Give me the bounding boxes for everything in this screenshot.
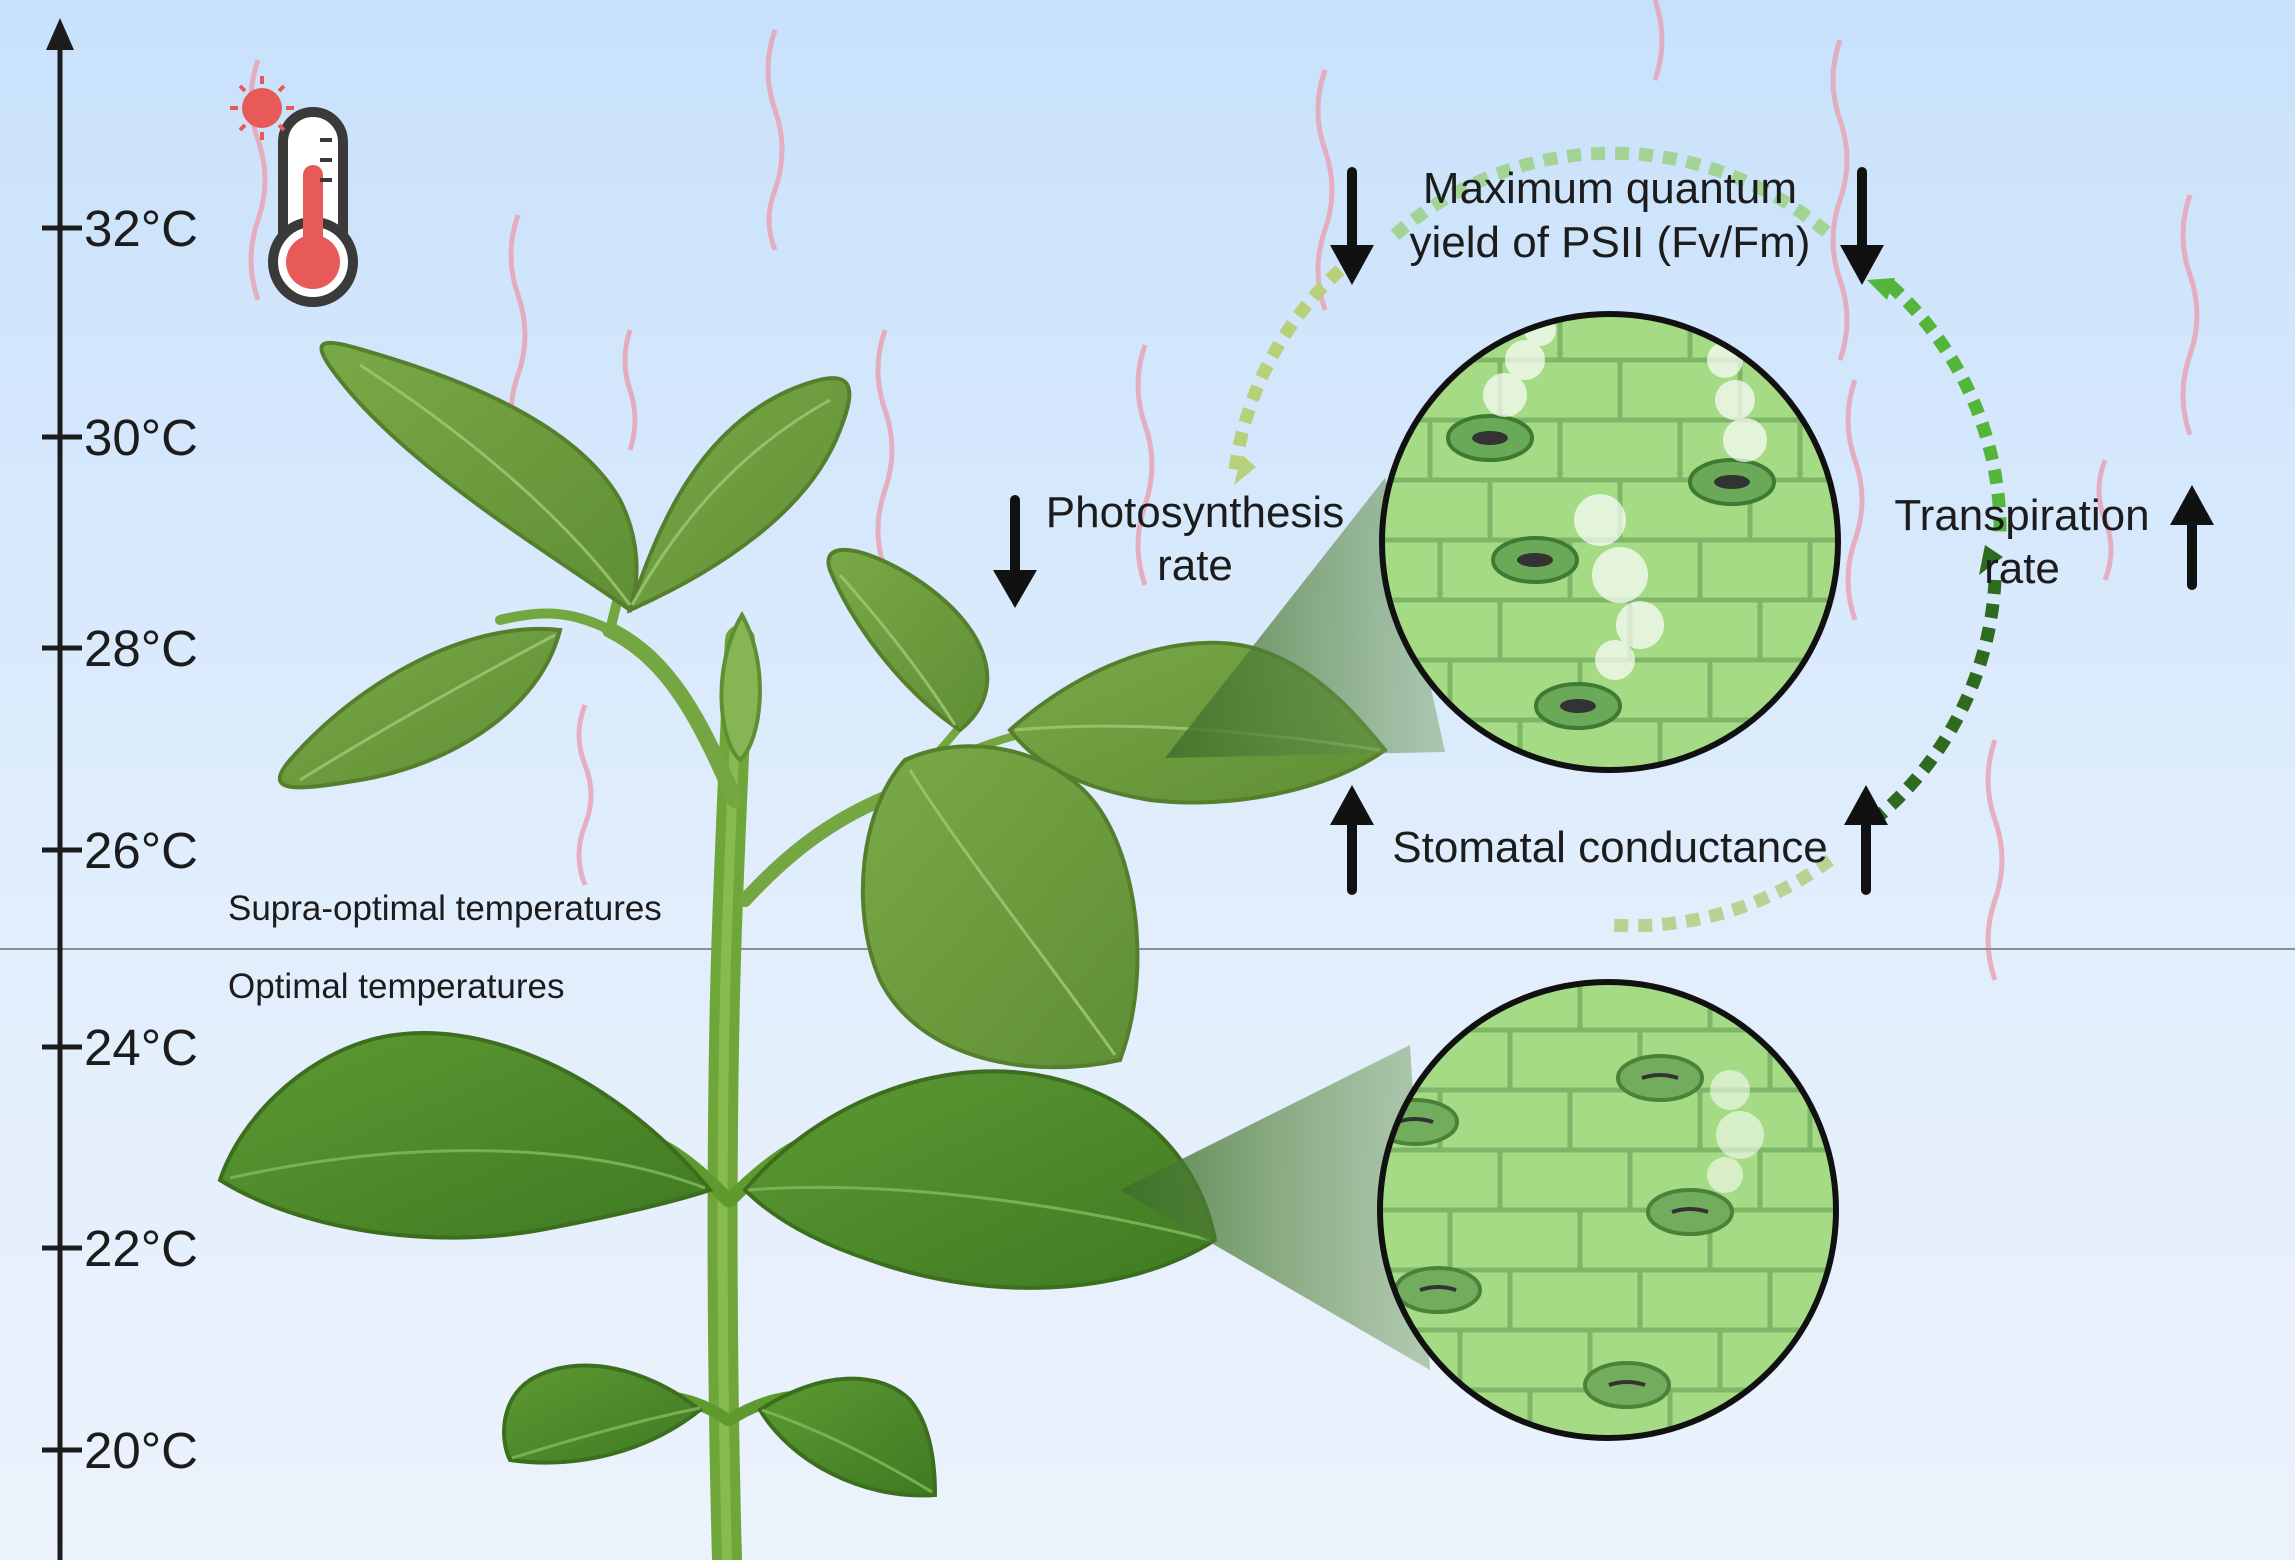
transpiration-up-arrow-icon [2170, 485, 2214, 525]
leaf-lower-left [217, 1031, 714, 1240]
stomata-closed [1380, 1054, 1734, 1409]
feedback-cycle [1228, 146, 2007, 933]
leaf-top-left [319, 340, 639, 614]
transpiration-label-line2: rate [1984, 544, 2060, 593]
temperature-axis: 32°C 30°C 28°C 26°C 24°C 22°C 20°C [42, 18, 198, 1560]
axis-tick-label: 32°C [84, 200, 198, 257]
fvfm-down-arrow-left-icon [1330, 245, 1374, 285]
axis-tick-label: 20°C [84, 1422, 198, 1479]
axis-arrow-icon [46, 18, 74, 50]
leaf-bottom-right [757, 1376, 938, 1498]
photosynthesis-down-arrow-icon [993, 570, 1037, 608]
stomatal-up-arrow-left-icon [1330, 785, 1374, 825]
water-vapor-light [1707, 1070, 1764, 1193]
photosynthesis-label-line1: Photosynthesis [1046, 488, 1344, 537]
sun-icon [230, 76, 294, 140]
axis-tick-label: 30°C [84, 409, 198, 466]
stomata-closeup-optimal [1377, 979, 1839, 1441]
fvfm-label-line2: yield of PSII (Fv/Fm) [1410, 218, 1811, 267]
magnification-cone-top [1165, 478, 1445, 758]
supra-optimal-label: Supra-optimal temperatures [228, 889, 662, 928]
flower-bud [719, 611, 762, 763]
axis-tick-label: 22°C [84, 1220, 198, 1277]
magnification-cone-bottom [1120, 1045, 1430, 1370]
heat-waves [248, 0, 2200, 981]
stomata-closeup-heat [1379, 311, 1841, 773]
stomata-open [1446, 414, 1776, 730]
fvfm-down-arrow-right-icon [1840, 245, 1884, 285]
leaf-bottom-left [502, 1363, 704, 1465]
transpiration-label-line1: Transpiration [1894, 491, 2149, 540]
axis-tick-label: 28°C [84, 620, 198, 677]
fvfm-label-line1: Maximum quantum [1423, 164, 1797, 213]
leaf-center [860, 744, 1140, 1070]
axis-tick-label: 24°C [84, 1019, 198, 1076]
optimal-label: Optimal temperatures [228, 967, 565, 1006]
leaf-mid-small [826, 548, 990, 733]
axis-tick-label: 26°C [84, 822, 198, 879]
photosynthesis-label-line2: rate [1157, 541, 1233, 590]
leaf-top-right [626, 376, 852, 614]
thermometer-icon [268, 107, 358, 307]
effect-arrows [993, 167, 2214, 895]
stomatal-conductance-label: Stomatal conductance [1392, 823, 1827, 872]
stomatal-up-arrow-right-icon [1844, 785, 1888, 825]
